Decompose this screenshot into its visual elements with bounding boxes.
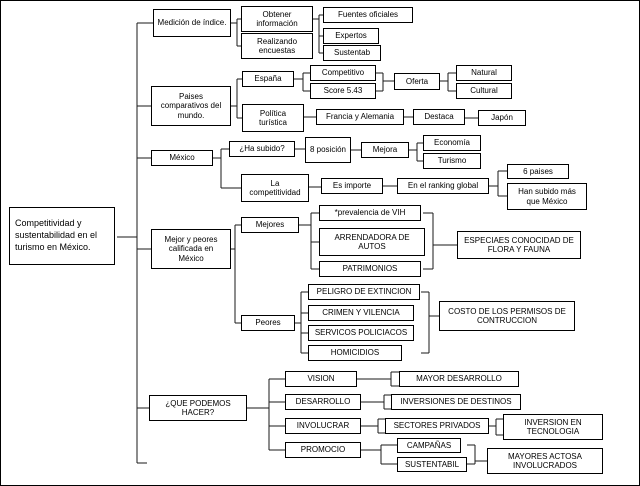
node-especies-flora-fauna: ESPECIAES CONOCIDAD DE FLORA Y FAUNA [457, 231, 581, 259]
node-desarrollo: DESARROLLO [285, 394, 361, 410]
node-6-paises: 6 paises [507, 164, 569, 179]
node-obtener-informacion: Obtener información [241, 6, 313, 32]
node-cultural: Cultural [456, 83, 512, 99]
node-inversion-tecnologia: INVERSION EN TECNOLOGIA [503, 414, 603, 440]
node-economia: Economía [423, 135, 481, 151]
node-oferta: Oferta [394, 73, 440, 90]
node-francia-alemania: Francia y Alemania [316, 109, 404, 125]
node-medicion: Medición de índice. [153, 9, 231, 37]
node-mejores: Mejores [241, 217, 299, 233]
node-mejora: Mejora [361, 142, 409, 158]
node-han-subido-mas: Han subido más que México [507, 183, 587, 210]
node-fuentes-oficiales: Fuentes oficiales [323, 7, 413, 23]
bracket-hacer [247, 371, 503, 465]
node-realizando-encuestas: Realizando encuestas [241, 33, 313, 59]
node-score: Score 5.43 [310, 83, 376, 99]
node-mayores-involucrados: MAYORES ACTOSA INVOLUCRADOS [487, 448, 603, 474]
node-sustentab: Sustentab [323, 45, 381, 61]
node-peligro-extincion: PELIGRO DE EXTINCION [308, 284, 420, 300]
node-politica-turistica: Política turística [242, 104, 304, 132]
node-involucrar: INVOLUCRAR [285, 418, 361, 434]
node-japon: Japón [478, 110, 526, 126]
node-sectores-privados: SECTORES PRIVADOS [385, 418, 489, 434]
node-la-competitividad: La competitividad [241, 174, 309, 202]
node-turismo: Turismo [423, 153, 481, 169]
node-ranking-global: En el ranking global [397, 178, 489, 194]
node-mejor-peores: Mejor y peores calificada en México [151, 229, 231, 269]
bracket-medicion [231, 14, 323, 54]
bracket-calificada [231, 212, 457, 354]
node-expertos: Expertos [323, 28, 379, 44]
bracket-paises [231, 72, 478, 119]
node-mayor-desarrollo: MAYOR DESARROLLO [399, 371, 519, 387]
node-servicios-policiacos: SERVICOS POLICIACOS [308, 325, 414, 341]
node-mexico: México [151, 150, 213, 166]
node-patrimonios: PATRIMONIOS [319, 261, 421, 277]
node-paises-comparativos: Paises comparativos del mundo. [151, 86, 231, 126]
node-8-posicion: 8 posición [305, 137, 351, 163]
node-es-importe: Es importe [321, 178, 383, 194]
bracket-mexico [213, 142, 507, 197]
node-ha-subido: ¿Ha subido? [229, 141, 295, 157]
node-competitivo: Competitivo [310, 65, 376, 81]
node-peores: Peores [241, 315, 295, 331]
node-prevalencia-vih: *prevalencia de VIH [319, 205, 421, 221]
node-campanas: CAMPAÑAS [397, 438, 461, 453]
node-que-podemos-hacer: ¿QUE PODEMOS HACER? [149, 395, 247, 421]
node-destaca: Destaca [413, 109, 465, 125]
node-homicidios: HOMICIDIOS [308, 345, 402, 361]
node-costo-permisos: COSTO DE LOS PERMISOS DE CONTRUCCION [439, 301, 575, 331]
node-promocio: PROMOCIO [285, 442, 361, 458]
bracket-root [117, 22, 153, 464]
node-inversiones-destinos: INVERSIONES DE DESTINOS [391, 394, 521, 410]
node-sustentabil: SUSTENTABIL [397, 457, 467, 472]
node-vision: VISION [285, 371, 357, 387]
node-natural: Natural [456, 65, 512, 81]
node-espana: España [242, 71, 294, 87]
node-arrendadora-autos: ARRENDADORA DE AUTOS [319, 228, 425, 256]
node-crimen-violencia: CRIMEN Y VILENCIA [308, 305, 414, 321]
node-root-topic: Competitividad y sustentabilidad en el t… [9, 207, 115, 265]
